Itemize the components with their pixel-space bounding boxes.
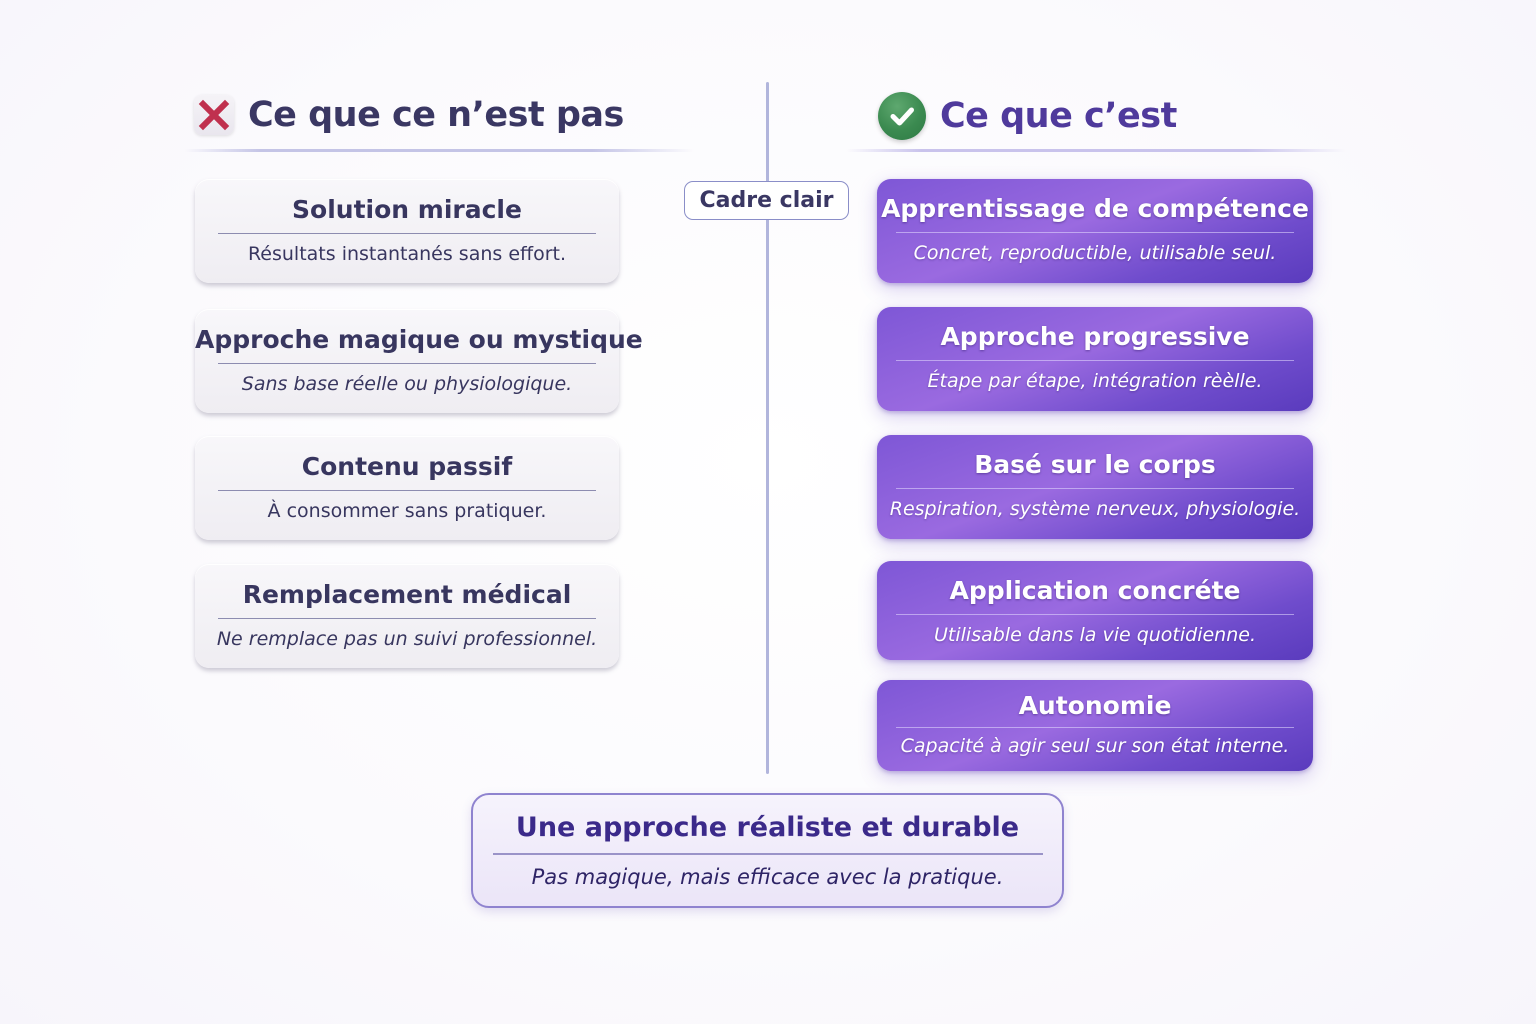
positive-card: Apprentissage de compétence Concret, rep… bbox=[877, 179, 1313, 283]
negative-card: Solution miracle Résultats instantanés s… bbox=[195, 179, 619, 283]
divider-label: Cadre clair bbox=[684, 181, 849, 220]
card-subtitle: Concret, reproductible, utilisable seul. bbox=[913, 242, 1277, 264]
cross-icon bbox=[194, 95, 234, 135]
center-divider bbox=[766, 82, 769, 774]
card-title: Remplacement médical bbox=[242, 580, 572, 609]
positive-card: Application concréte Utilisable dans la … bbox=[877, 561, 1313, 660]
left-column-header: Ce que ce n’est pas bbox=[194, 92, 624, 138]
check-circle-icon bbox=[878, 92, 926, 140]
card-subtitle: Sans base réelle ou physiologique. bbox=[241, 373, 573, 395]
negative-card: Approche magique ou mystique Sans base r… bbox=[195, 309, 643, 413]
card-title: Solution miracle bbox=[292, 195, 522, 224]
card-title: Approche magique ou mystique bbox=[195, 325, 643, 354]
left-column-title: Ce que ce n’est pas bbox=[248, 95, 624, 135]
card-rule bbox=[218, 490, 596, 491]
summary-box: Une approche réaliste et durable Pas mag… bbox=[471, 793, 1064, 908]
card-subtitle: Étape par étape, intégration rèèlle. bbox=[927, 370, 1263, 392]
card-title: Autonomie bbox=[1018, 691, 1172, 720]
card-rule bbox=[896, 360, 1294, 361]
left-header-rule bbox=[184, 149, 694, 152]
card-title: Contenu passif bbox=[301, 452, 513, 481]
card-rule bbox=[896, 727, 1294, 728]
positive-card: Autonomie Capacité à agir seul sur son é… bbox=[877, 680, 1313, 771]
card-rule bbox=[218, 363, 596, 364]
card-rule bbox=[896, 488, 1294, 489]
card-title: Approche progressive bbox=[940, 322, 1250, 351]
card-title: Application concréte bbox=[949, 576, 1241, 605]
card-subtitle: Respiration, système nerveux, physiologi… bbox=[889, 498, 1301, 520]
card-rule bbox=[896, 614, 1294, 615]
summary-subtitle: Pas magique, mais efficace avec la prati… bbox=[531, 864, 1004, 889]
card-title: Apprentissage de compétence bbox=[881, 194, 1309, 223]
negative-card: Remplacement médical Ne remplace pas un … bbox=[195, 564, 619, 668]
card-rule bbox=[218, 233, 596, 234]
card-subtitle: Utilisable dans la vie quotidienne. bbox=[934, 624, 1256, 646]
right-column-title: Ce que c’est bbox=[940, 96, 1177, 136]
right-column-header: Ce que c’est bbox=[878, 92, 1177, 140]
card-subtitle: Ne remplace pas un suivi professionnel. bbox=[216, 628, 598, 650]
card-subtitle: À consommer sans pratiquer. bbox=[267, 500, 547, 522]
card-rule bbox=[896, 232, 1294, 233]
positive-card: Basé sur le corps Respiration, système n… bbox=[877, 435, 1313, 539]
summary-rule bbox=[492, 853, 1043, 855]
card-subtitle: Résultats instantanés sans effort. bbox=[247, 243, 567, 265]
card-title: Basé sur le corps bbox=[974, 450, 1216, 479]
right-header-rule bbox=[846, 149, 1346, 152]
summary-title: Une approche réaliste et durable bbox=[515, 812, 1020, 843]
card-subtitle: Capacité à agir seul sur son état intern… bbox=[900, 735, 1290, 757]
positive-card: Approche progressive Étape par étape, in… bbox=[877, 307, 1313, 411]
card-rule bbox=[218, 618, 596, 619]
negative-card: Contenu passif À consommer sans pratique… bbox=[195, 436, 619, 540]
